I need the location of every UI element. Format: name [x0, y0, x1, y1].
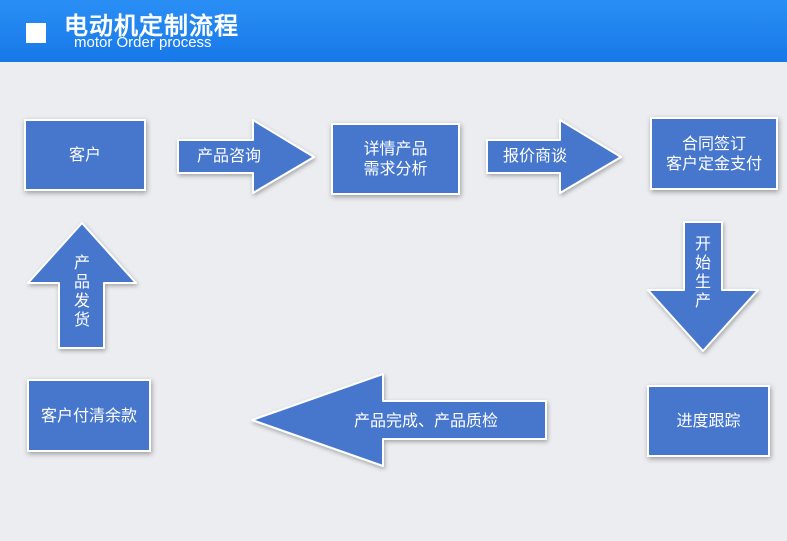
step-contract-line2: 客户定金支付: [665, 153, 762, 173]
step-requirements: 详情产品 需求分析: [331, 123, 460, 195]
arrow-inquiry-label: 产品咨询: [196, 146, 261, 165]
arrow-quality: [251, 373, 547, 467]
step-tracking-label: 进度跟踪: [676, 411, 741, 430]
arrow-delivery-label: 产品发货: [73, 253, 90, 329]
step-final-payment: 客户付清余款: [27, 379, 151, 452]
arrow-production-label: 开始生产: [694, 234, 711, 310]
step-customer: 客户: [24, 119, 146, 191]
arrow-quote: [486, 119, 622, 194]
step-tracking: 进度跟踪: [647, 385, 770, 457]
step-customer-label: 客户: [68, 145, 101, 164]
page-title: 电动机定制流程: [64, 12, 239, 40]
arrow-production: [647, 221, 759, 352]
arrow-quality-label: 产品完成、产品质检: [353, 411, 498, 430]
page-subtitle: motor Order process: [74, 34, 212, 51]
square-icon: [26, 23, 46, 43]
arrow-quote-label: 报价商谈: [502, 146, 567, 165]
step-contract: 合同签订 客户定金支付: [650, 117, 778, 190]
step-requirements-line1: 详情产品: [363, 139, 428, 158]
arrow-delivery: [27, 222, 137, 349]
header-banner: 电动机定制流程 motor Order process: [0, 0, 787, 62]
step-contract-line1: 合同签订: [681, 133, 746, 153]
step-final-payment-label: 客户付清余款: [40, 405, 137, 425]
step-requirements-line2: 需求分析: [363, 159, 428, 178]
arrow-inquiry: [177, 119, 315, 194]
